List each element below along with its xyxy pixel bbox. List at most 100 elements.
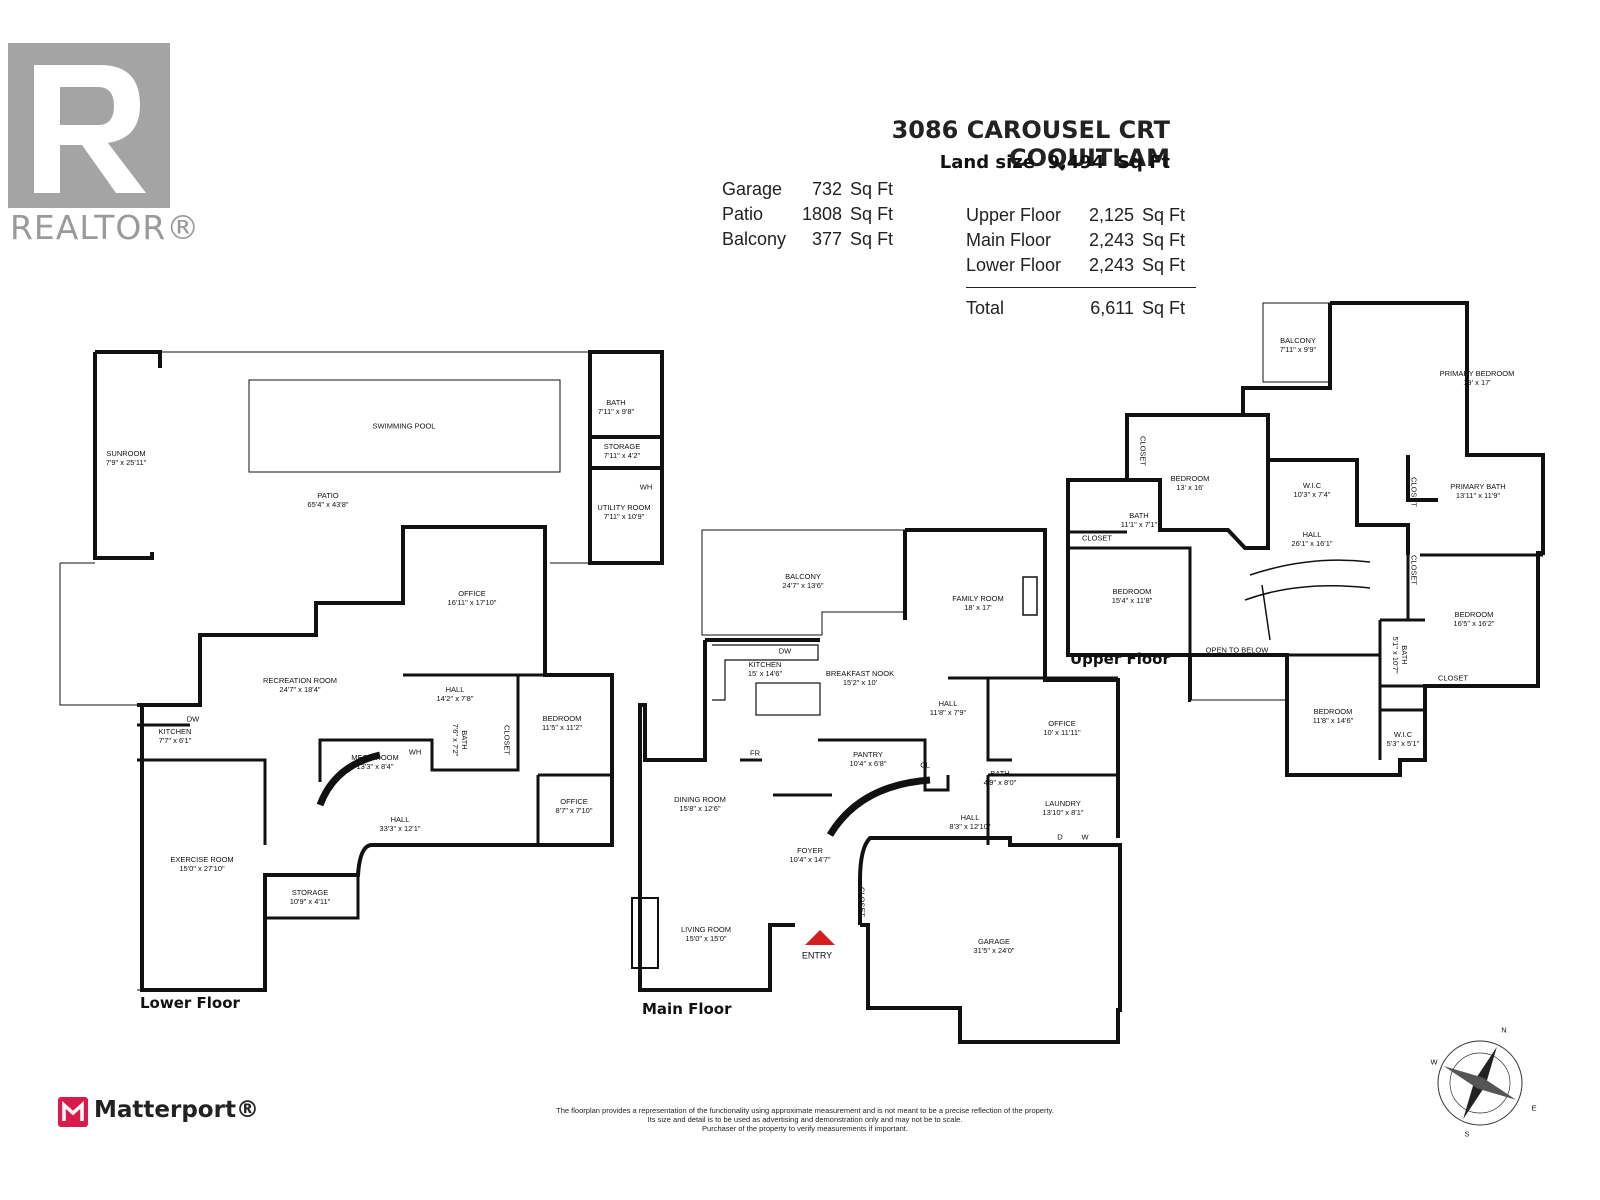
label-dryer: D	[1057, 832, 1063, 842]
upper-inner-walls	[1068, 530, 1543, 760]
land-size-value: 9,494	[1047, 152, 1105, 173]
fireplace-living	[631, 897, 659, 969]
lower-stairs	[316, 751, 381, 807]
compass-s: S	[1464, 1129, 1470, 1139]
realtor-wordmark: REALTOR®	[10, 208, 201, 247]
label-fr: FR	[750, 748, 760, 758]
label-closet-upper-2: CLOSET	[1081, 533, 1113, 543]
property-address: 3086 CAROUSEL CRT COQUITLAM	[891, 116, 1170, 172]
label-closet-upper-5: CLOSET	[1437, 673, 1469, 683]
main-stairs	[826, 776, 931, 837]
room-open-to-below: OPEN TO BELOW	[1205, 645, 1269, 655]
kitchen-island	[755, 682, 821, 716]
main-inner-walls	[740, 676, 1118, 845]
main-walls	[638, 528, 1122, 1044]
matterport-logo-icon	[58, 1097, 88, 1127]
label-dw-lower: DW	[186, 714, 200, 724]
kitchen-counter	[712, 644, 819, 701]
label-dw-main: DW	[778, 646, 792, 656]
label-washer: W	[1081, 832, 1089, 842]
floor-label-main: Main Floor	[642, 1000, 732, 1018]
land-size-label: Land size	[939, 152, 1035, 173]
label-closet-upper-3: CLOSET	[1409, 476, 1419, 508]
realtor-logo	[8, 43, 170, 208]
floor-label-upper: Upper Floor	[1070, 650, 1170, 668]
utility-block	[588, 350, 664, 565]
floor-label-lower: Lower Floor	[140, 994, 240, 1012]
label-closet-lower: CLOSET	[502, 724, 512, 756]
disclaimer: The floorplan provides a representation …	[556, 1106, 1054, 1133]
compass-w: W	[1430, 1057, 1438, 1067]
label-closet-main: CLOSET	[857, 886, 867, 918]
label-wh-mech: WH	[408, 747, 422, 757]
label-entry: ENTRY	[801, 950, 833, 961]
swimming-pool	[248, 379, 561, 473]
land-size-unit: Sq Ft	[1116, 152, 1170, 173]
upper-walls	[1066, 301, 1545, 777]
matterport-wordmark: Matterport®	[94, 1097, 259, 1123]
fireplace-family	[1022, 576, 1038, 616]
compass-e: E	[1531, 1103, 1537, 1113]
compass-rose-icon	[1437, 1040, 1523, 1126]
land-size: Land size 9,494 Sq Ft	[930, 152, 1170, 173]
label-closet-upper-4: CLOSET	[1409, 554, 1419, 586]
stair-curve	[1244, 559, 1371, 641]
total-divider	[966, 287, 1196, 288]
realtor-r-icon	[8, 43, 170, 208]
room-swimming-pool: SWIMMING POOL	[372, 421, 436, 431]
windows	[137, 302, 1467, 1043]
lower-inner-walls	[137, 673, 612, 920]
compass-n: N	[1501, 1025, 1507, 1035]
label-wh-utility: WH	[639, 482, 653, 492]
label-cl: CL	[920, 760, 930, 770]
